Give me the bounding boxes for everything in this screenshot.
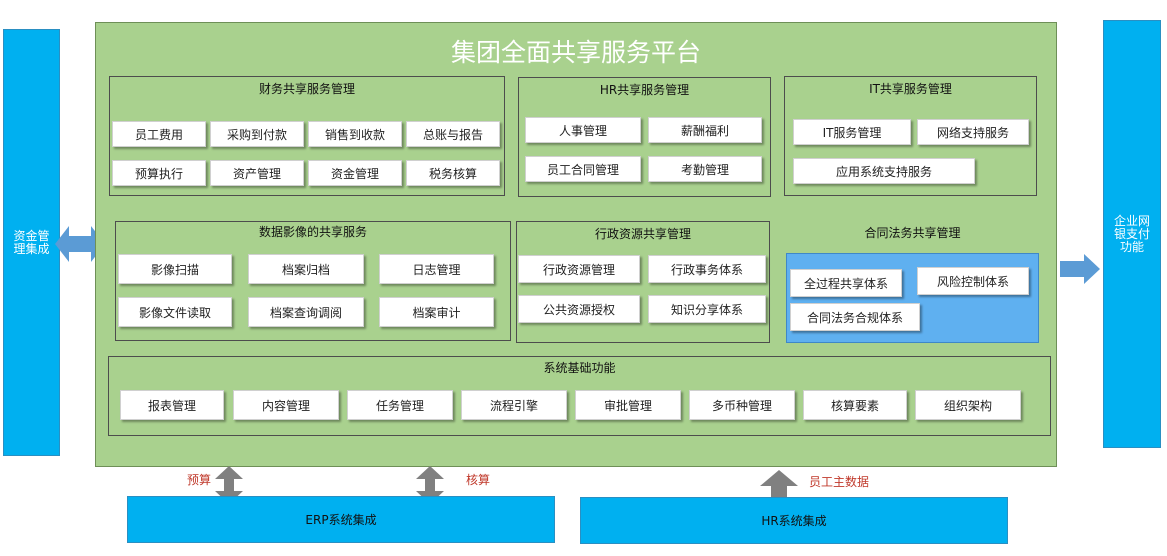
hr-panel: HR共享服务管理	[518, 77, 771, 197]
finance-item[interactable]: 销售到收款	[308, 121, 402, 147]
legal-item[interactable]: 合同法务合规体系	[790, 303, 920, 331]
budget-label: 预算	[187, 473, 212, 487]
imaging-item[interactable]: 档案归档	[248, 254, 364, 284]
base-item[interactable]: 内容管理	[233, 390, 339, 420]
it-item[interactable]: 应用系统支持服务	[793, 158, 975, 184]
accounting-label: 核算	[466, 473, 491, 487]
it-item[interactable]: 网络支持服务	[917, 119, 1029, 145]
finance-item[interactable]: 采购到付款	[210, 121, 304, 147]
imaging-item[interactable]: 档案查询调阅	[248, 297, 364, 327]
finance-panel: 财务共享服务管理	[109, 76, 505, 196]
base-functions-title: 系统基础功能	[543, 361, 616, 375]
hr-item[interactable]: 人事管理	[525, 117, 641, 143]
base-item[interactable]: 多币种管理	[689, 390, 795, 420]
admin-item[interactable]: 公共资源授权	[518, 295, 640, 323]
hr-item[interactable]: 考勤管理	[648, 156, 762, 182]
platform-title: 集团全面共享服务平台	[450, 38, 701, 67]
right-arrow-icon	[1060, 254, 1100, 284]
it-panel: IT共享服务管理	[784, 76, 1037, 196]
legal-panel-title: 合同法务共享管理	[864, 226, 961, 240]
hr-item[interactable]: 薪酬福利	[648, 117, 762, 143]
legal-item[interactable]: 全过程共享体系	[790, 269, 902, 297]
bank-payment-label: 企业网银支付功能	[1113, 213, 1150, 254]
it-item[interactable]: IT服务管理	[793, 119, 911, 145]
legal-panel-header: 合同法务共享管理	[786, 221, 1039, 253]
admin-item[interactable]: 知识分享体系	[648, 295, 766, 323]
hr-item[interactable]: 员工合同管理	[525, 156, 641, 182]
base-item[interactable]: 核算要素	[803, 390, 907, 420]
finance-item[interactable]: 员工费用	[112, 121, 206, 147]
base-item[interactable]: 组织架构	[915, 390, 1021, 420]
vertical-double-arrow-icon	[416, 466, 444, 504]
finance-panel-title: 财务共享服务管理	[258, 82, 355, 96]
admin-panel-title: 行政资源共享管理	[594, 227, 691, 241]
imaging-panel-title: 数据影像的共享服务	[258, 225, 367, 239]
finance-item[interactable]: 资产管理	[210, 160, 304, 186]
hr-integration-box: HR系统集成	[580, 497, 1008, 544]
up-arrow-icon	[760, 470, 798, 500]
base-item[interactable]: 流程引擎	[461, 390, 567, 420]
imaging-panel: 数据影像的共享服务	[115, 221, 511, 341]
base-item[interactable]: 报表管理	[120, 390, 224, 420]
vertical-double-arrow-icon	[215, 466, 243, 504]
erp-integration-box: ERP系统集成	[127, 496, 555, 543]
hr-panel-title: HR共享服务管理	[599, 83, 690, 97]
bank-payment-bar: 企业网银支付功能	[1103, 20, 1161, 448]
admin-item[interactable]: 行政资源管理	[518, 255, 640, 283]
finance-item[interactable]: 税务核算	[406, 160, 500, 186]
base-item[interactable]: 任务管理	[347, 390, 453, 420]
admin-item[interactable]: 行政事务体系	[648, 255, 766, 283]
finance-item[interactable]: 总账与报告	[406, 121, 500, 147]
imaging-item[interactable]: 日志管理	[379, 254, 494, 284]
base-item[interactable]: 审批管理	[575, 390, 681, 420]
legal-item[interactable]: 风险控制体系	[917, 267, 1029, 295]
imaging-item[interactable]: 影像文件读取	[118, 297, 232, 327]
hr-integration-label: HR系统集成	[761, 514, 827, 528]
bidirectional-arrow-icon	[55, 226, 105, 262]
capital-management-label: 资金管理集成	[13, 228, 50, 256]
base-functions-panel: 系统基础功能	[108, 356, 1051, 436]
finance-item[interactable]: 资金管理	[308, 160, 402, 186]
admin-panel: 行政资源共享管理	[516, 221, 770, 343]
imaging-item[interactable]: 档案审计	[379, 297, 494, 327]
employee-master-data-label: 员工主数据	[809, 475, 870, 489]
finance-item[interactable]: 预算执行	[112, 160, 206, 186]
it-panel-title: IT共享服务管理	[869, 82, 952, 96]
erp-integration-label: ERP系统集成	[305, 513, 377, 527]
capital-management-bar: 资金管理集成	[3, 29, 60, 456]
imaging-item[interactable]: 影像扫描	[118, 254, 232, 284]
